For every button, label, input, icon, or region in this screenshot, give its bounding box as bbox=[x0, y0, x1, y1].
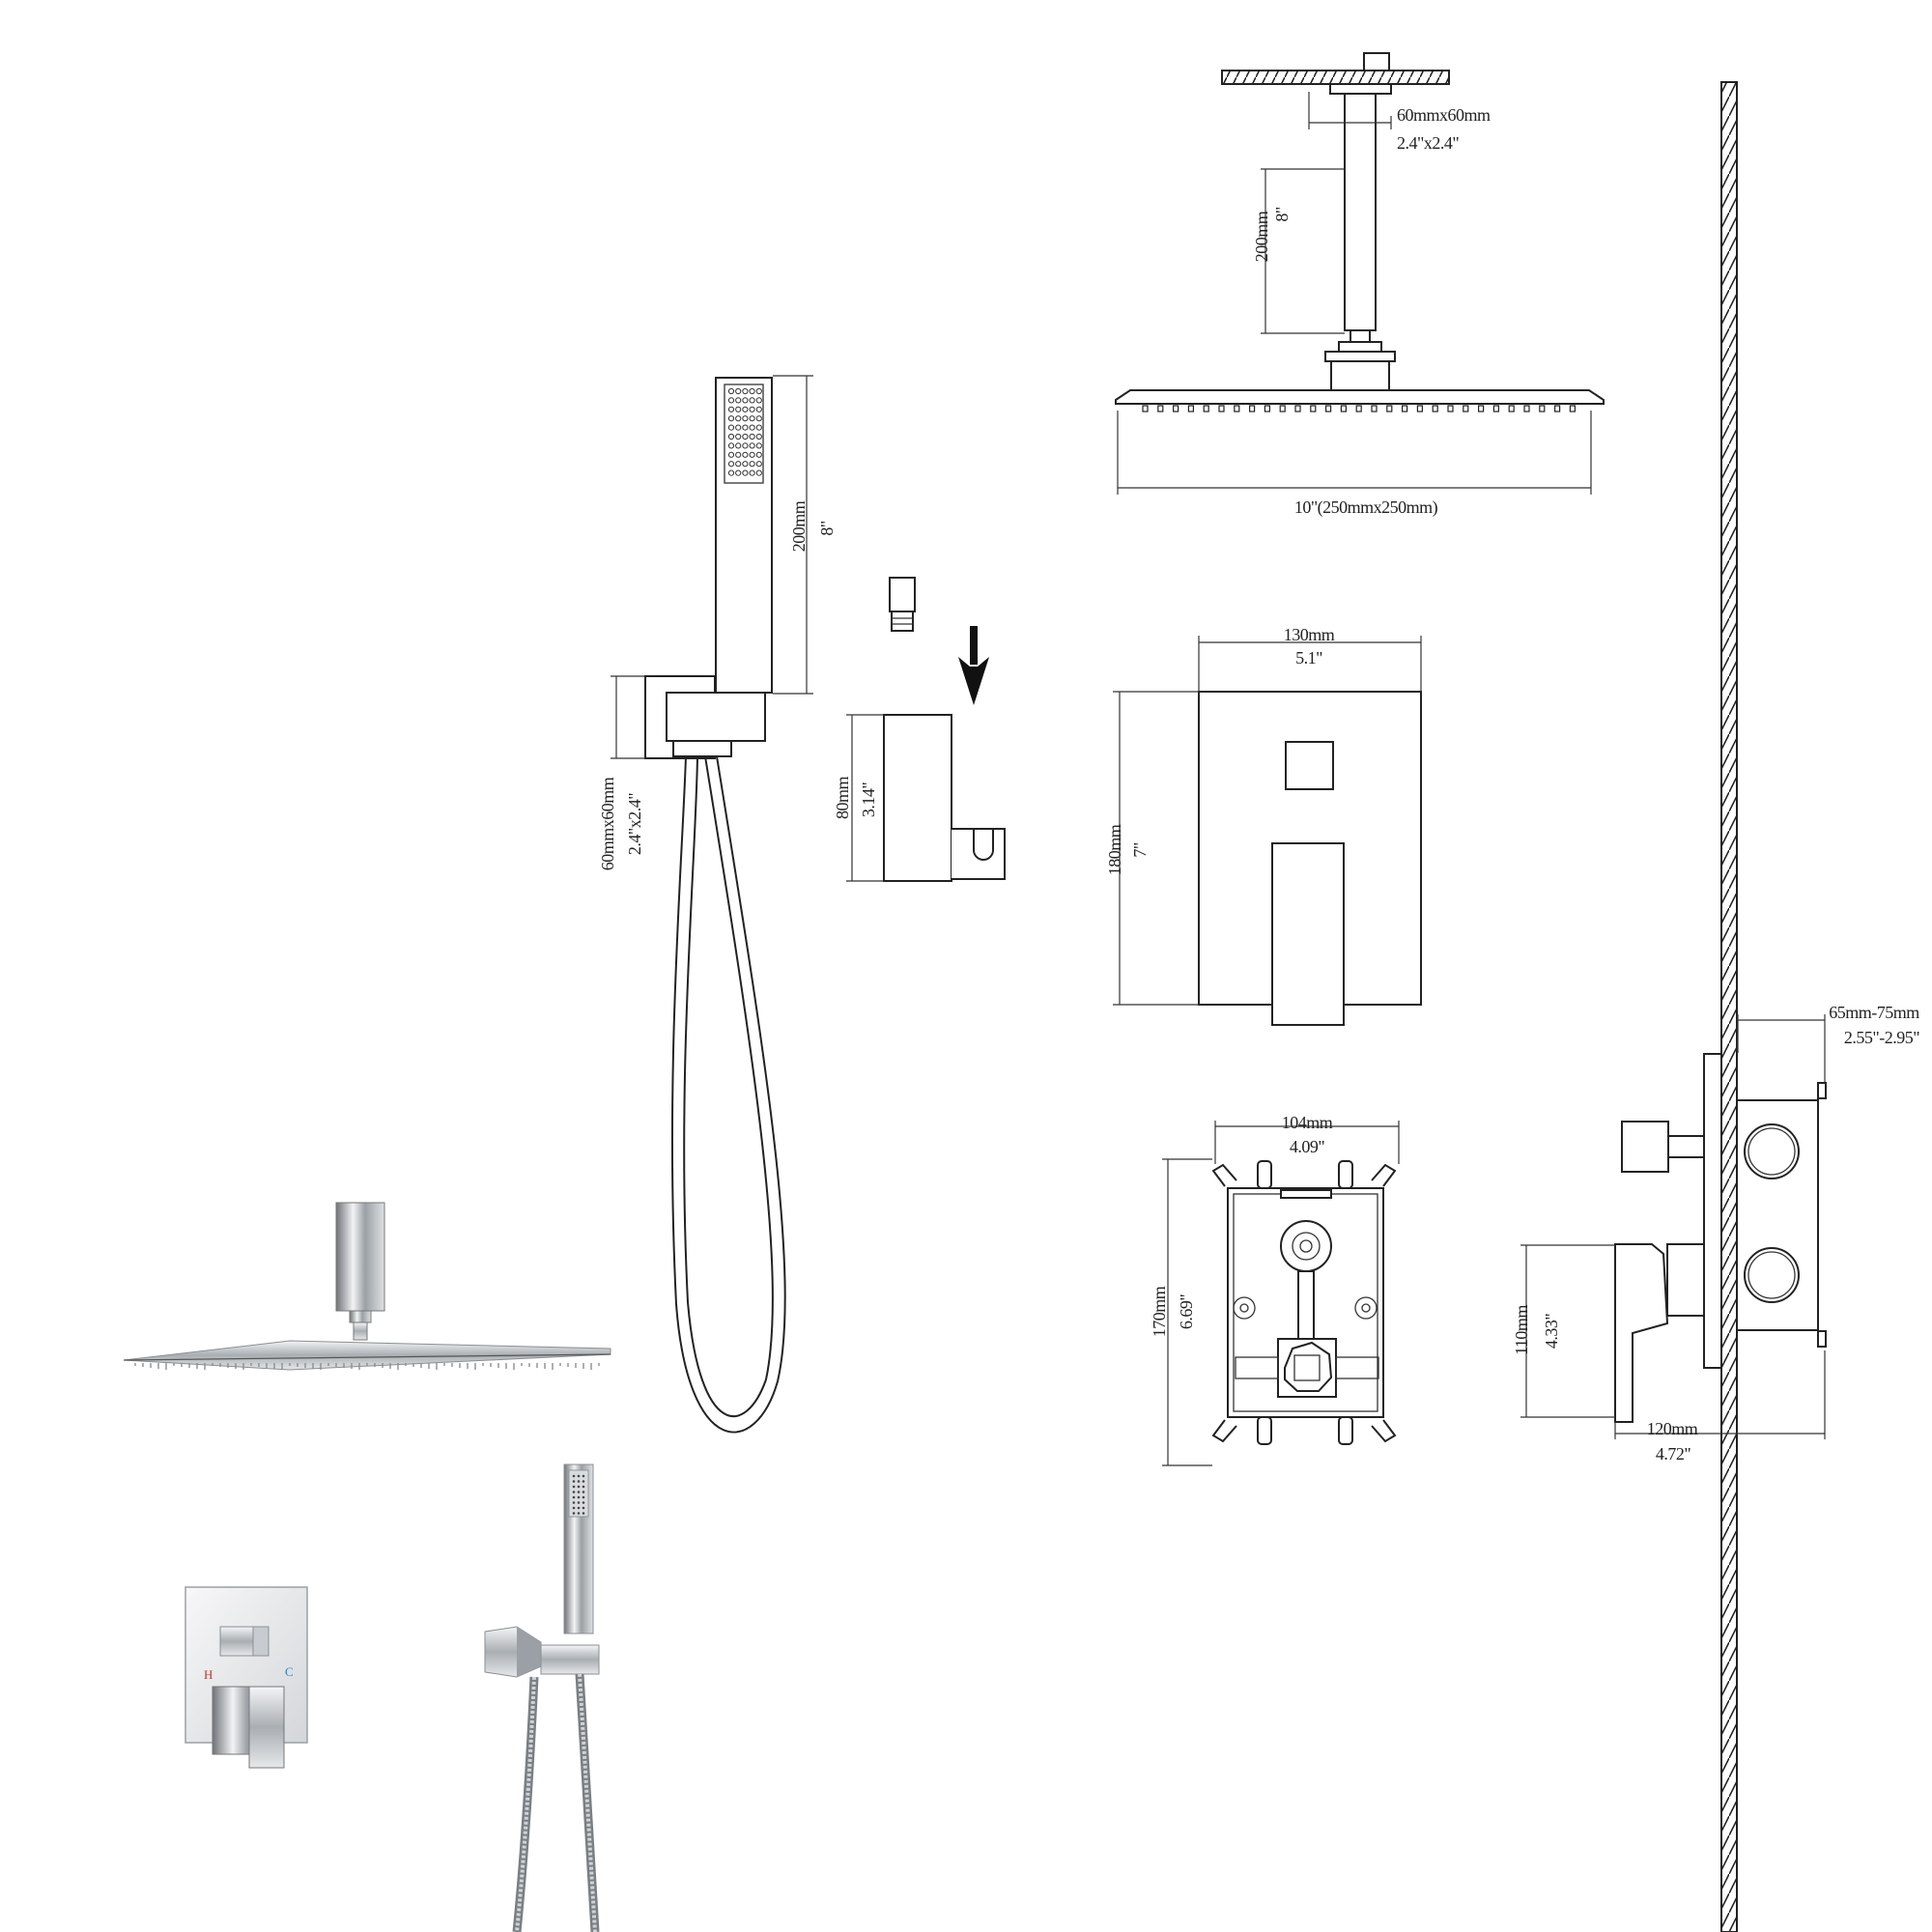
ceiling-rain-shower-drawing bbox=[1115, 52, 1605, 495]
side-width-mm-label: 120mm bbox=[1647, 1419, 1698, 1438]
rain-arm-length-in-label: 8" bbox=[1272, 207, 1292, 222]
rain-arm-length-mm-label: 200mm bbox=[1252, 211, 1271, 262]
trim-height-mm-label: 180mm bbox=[1105, 824, 1124, 875]
trim-height-in-label: 7" bbox=[1130, 842, 1150, 858]
handheld-length-mm-label: 200mm bbox=[789, 500, 809, 552]
holder-size-in-label: 2.4"x2.4" bbox=[625, 793, 644, 855]
rain-arm-size-mm-label: 60mmx60mm bbox=[1397, 105, 1491, 125]
depth-mm-label: 65mm-75mm bbox=[1829, 1003, 1919, 1022]
side-section-drawing bbox=[1520, 1014, 1827, 1439]
valve-height-in-label: 6.69" bbox=[1177, 1294, 1196, 1330]
valve-width-in-label: 4.09" bbox=[1290, 1137, 1325, 1156]
valve-height-mm-label: 170mm bbox=[1150, 1286, 1169, 1337]
rough-in-valve-drawing bbox=[1162, 1121, 1400, 1466]
rain-shower-product-photo bbox=[123, 1202, 611, 1371]
handheld-product-photo bbox=[484, 1463, 600, 1932]
valve-width-mm-label: 104mm bbox=[1282, 1113, 1333, 1132]
wall-section bbox=[1720, 81, 1738, 1932]
handheld-shower-drawing bbox=[611, 375, 813, 1434]
trim-valve-product-photo: H C bbox=[185, 1586, 308, 1769]
trim-width-in-label: 5.1" bbox=[1295, 648, 1322, 668]
bracket-height-mm-label: 80mm bbox=[833, 777, 852, 820]
depth-in-label: 2.55"-2.95" bbox=[1844, 1028, 1919, 1047]
cold-indicator: C bbox=[285, 1664, 294, 1679]
trim-width-mm-label: 130mm bbox=[1284, 625, 1335, 644]
bracket-height-in-label: 3.14" bbox=[859, 782, 878, 818]
hot-indicator: H bbox=[204, 1667, 213, 1682]
holder-bracket-drawing bbox=[846, 577, 1006, 882]
handheld-length-in-label: 8" bbox=[817, 521, 837, 536]
trim-plate-drawing bbox=[1113, 636, 1422, 1026]
holder-size-mm-label: 60mmx60mm bbox=[598, 777, 617, 870]
rain-head-size-label: 10"(250mmx250mm) bbox=[1294, 497, 1438, 518]
side-width-in-label: 4.72" bbox=[1656, 1444, 1691, 1463]
handle-height-in-label: 4.33" bbox=[1542, 1314, 1561, 1350]
handle-height-mm-label: 110mm bbox=[1512, 1305, 1531, 1355]
rain-arm-size-in-label: 2.4"x2.4" bbox=[1397, 133, 1459, 153]
